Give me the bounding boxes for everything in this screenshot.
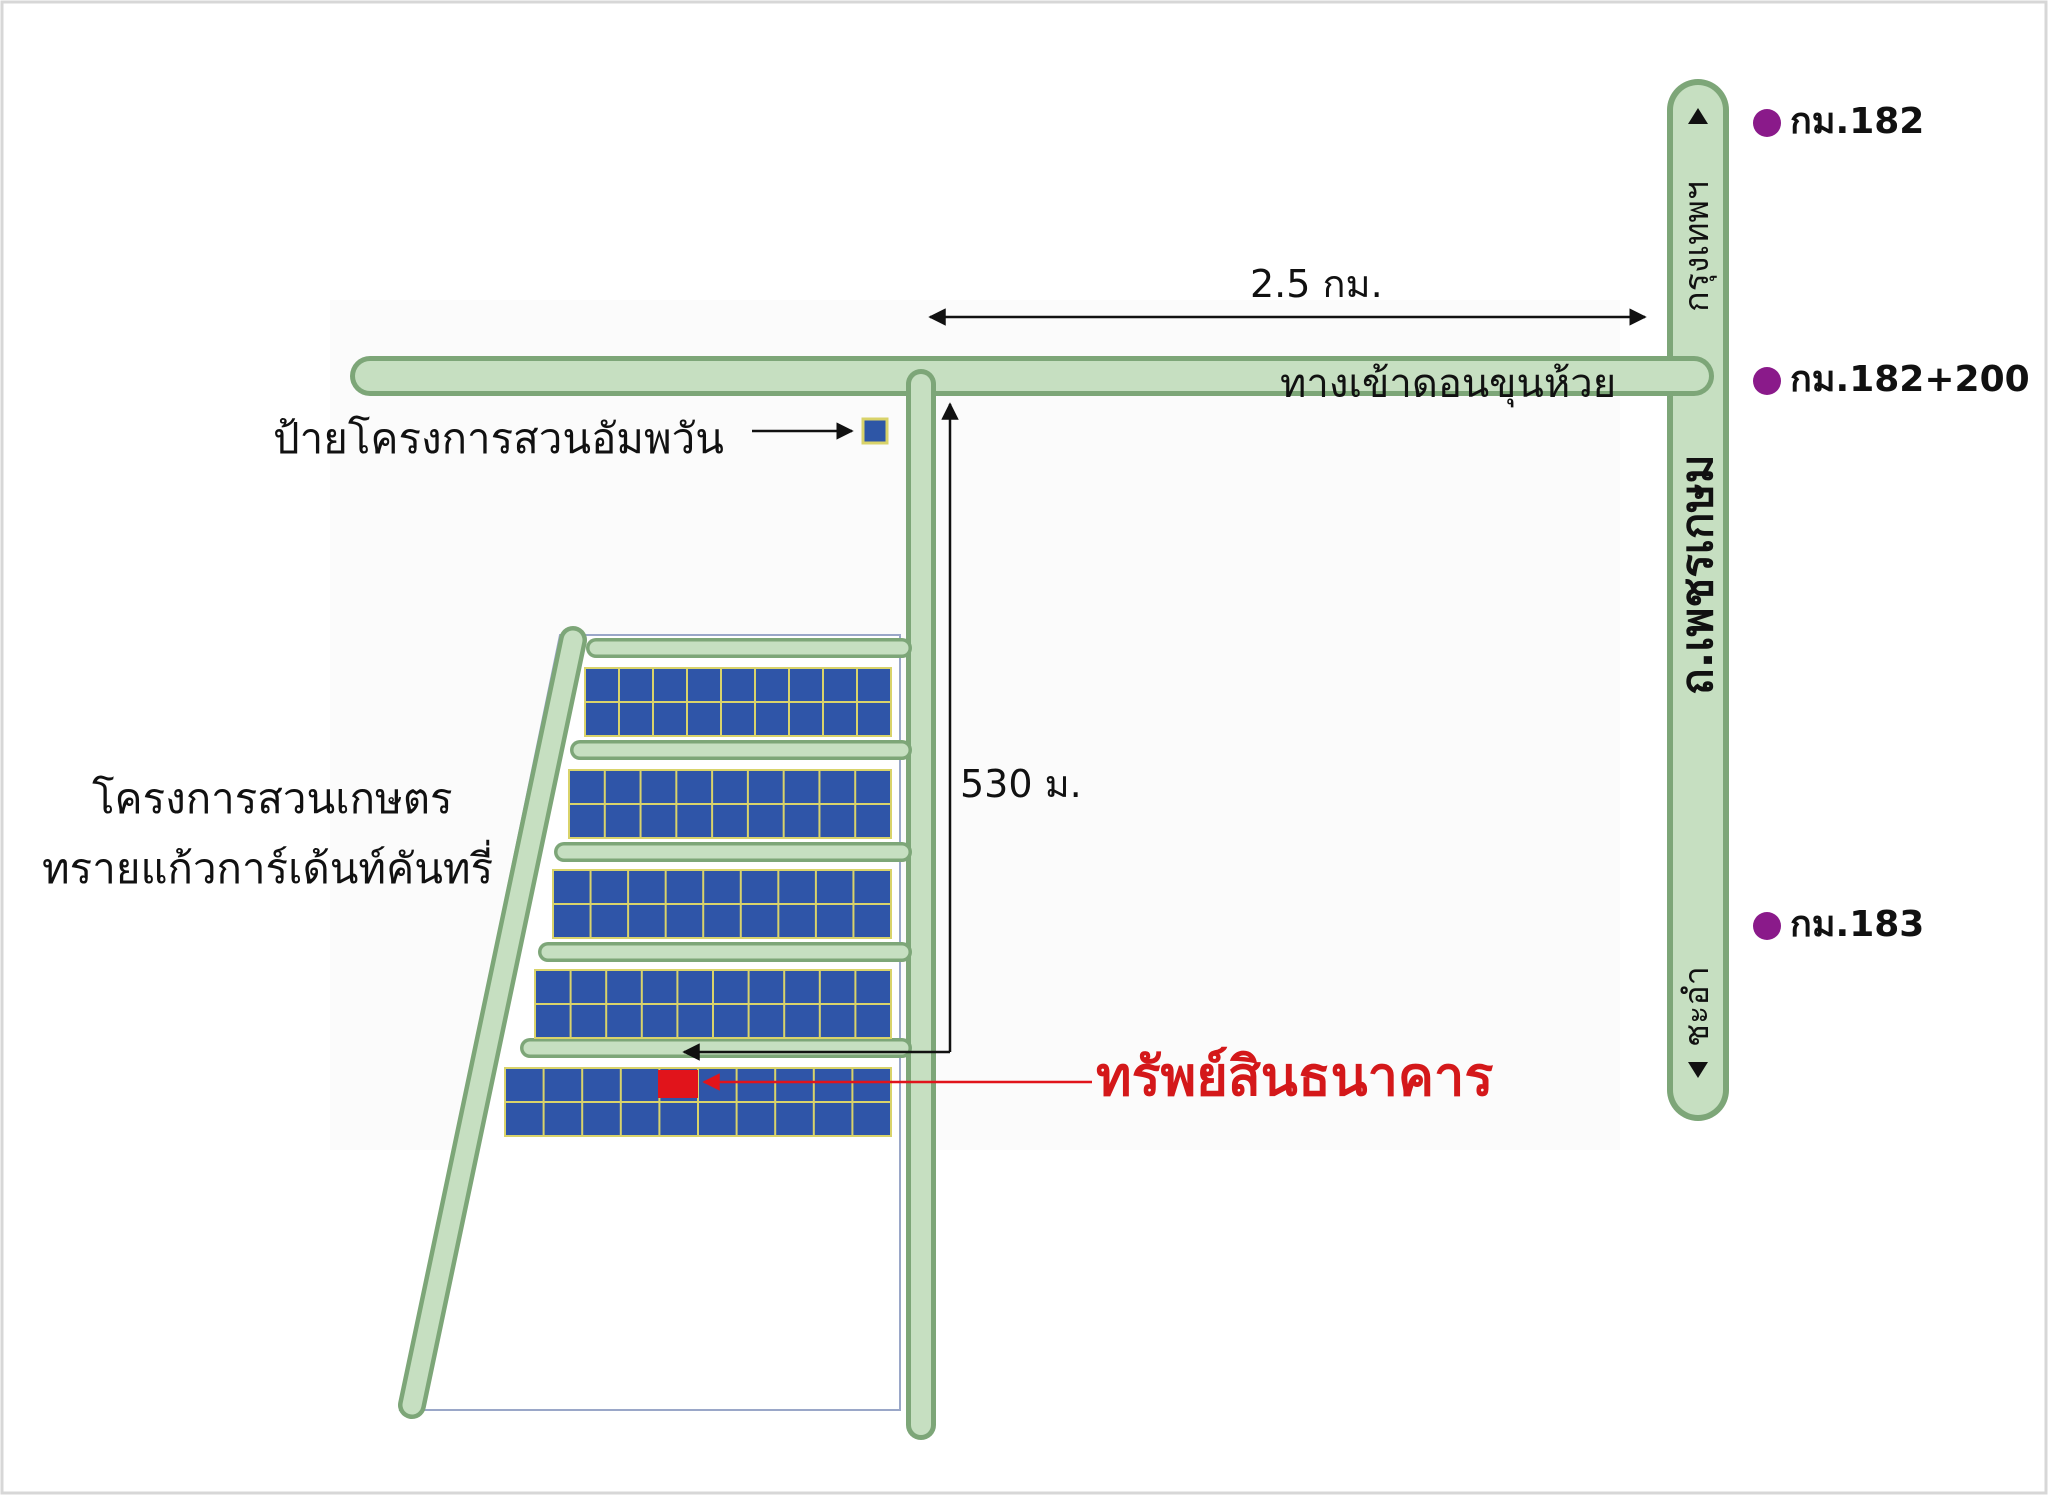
south-direction-arrow <box>1688 1062 1708 1078</box>
project-sign-marker <box>861 417 889 445</box>
project-name-line1: โครงการสวนเกษตร <box>92 774 453 823</box>
chaam-direction-label: ชะอำ <box>1677 966 1717 1047</box>
km-marker-dot-182-200 <box>1753 367 1781 395</box>
bangkok-direction-label: กรุงเทพฯ <box>1677 181 1717 312</box>
project-name-line2: ทรายแก้วการ์เด้นท์คันทรี่ <box>42 844 494 893</box>
km-marker-dot-182 <box>1753 109 1781 137</box>
boundary-road <box>402 630 583 1415</box>
horizontal-distance-label: 2.5 กม. <box>1250 262 1383 306</box>
north-direction-arrow <box>1688 108 1708 124</box>
project-sign-label: ป้ายโครงการสวนอัมพวัน <box>273 414 724 463</box>
km-marker-182: กม.182 <box>1790 101 1925 142</box>
km-marker-182-200: กม.182+200 <box>1790 359 2030 400</box>
highway-label: ถ.เพชรเกษม <box>1672 454 1723 695</box>
vertical-distance-label: 530 ม. <box>960 762 1082 806</box>
bank-asset-label: ทรัพย์สินธนาคาร <box>1096 1045 1494 1108</box>
plot-blocks <box>504 667 892 1137</box>
km-marker-dot-183 <box>1753 912 1781 940</box>
km-marker-183: กม.183 <box>1790 904 1925 945</box>
internal-lanes <box>520 638 912 1058</box>
side-road-label: ทางเข้าดอนขุนห้วย <box>1280 361 1617 407</box>
bank-asset-marker <box>658 1070 698 1098</box>
